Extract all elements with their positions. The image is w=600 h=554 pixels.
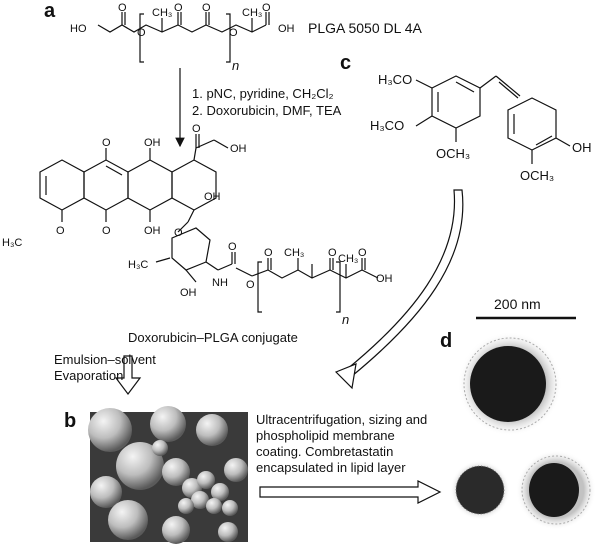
- atom-ch3: CH₃: [152, 7, 172, 19]
- atom-o: O: [202, 2, 211, 14]
- repeat-index: n: [342, 312, 349, 327]
- atom-h3c: H₃C: [2, 237, 22, 249]
- atom-oh: OH: [144, 225, 161, 237]
- atom-ch3: CH₃: [284, 247, 304, 259]
- scale-bar-label: 200 nm: [494, 296, 541, 312]
- atom-h3co: H₃CO: [370, 118, 404, 133]
- atom-och3: OCH₃: [436, 146, 470, 161]
- atom-oh: OH: [230, 143, 247, 155]
- atom-oh: OH: [144, 137, 161, 149]
- atom-oh: OH: [278, 23, 295, 35]
- atom-o: O: [137, 27, 146, 39]
- reaction-step-2: 2. Doxorubicin, DMF, TEA: [192, 103, 342, 118]
- combretastatin-structure: [415, 75, 571, 164]
- atom-h3c: H₃C: [128, 259, 148, 271]
- panel-label-b: b: [64, 410, 77, 432]
- atom-o: O: [358, 247, 367, 259]
- reaction-step-1: 1. pNC, pyridine, CH₂Cl₂: [192, 86, 334, 101]
- doxorubicin-atoms: O OH O OH O H₃C O OH OH O H₃C OH NH O O …: [2, 123, 393, 327]
- atom-o: O: [102, 137, 111, 149]
- panel-label-a: a: [44, 0, 56, 22]
- combretastatin-arrow: [334, 189, 464, 390]
- atom-ho: HO: [70, 23, 87, 35]
- atom-o: O: [228, 241, 237, 253]
- atom-o: O: [174, 2, 183, 14]
- atom-o: O: [102, 225, 111, 237]
- atom-oh: OH: [376, 273, 393, 285]
- tem-image: [450, 316, 596, 530]
- polymer-name: PLGA 5050 DL 4A: [308, 20, 422, 36]
- atom-oh: OH: [572, 140, 592, 155]
- atom-o: O: [56, 225, 65, 237]
- atom-oh: OH: [180, 287, 197, 299]
- sem-image: [88, 406, 248, 544]
- atom-ch3: CH₃: [242, 7, 262, 19]
- atom-och3: OCH₃: [520, 168, 554, 183]
- atom-oh: OH: [204, 191, 221, 203]
- emulsion-arrow: [114, 355, 142, 395]
- coating-arrow: [259, 480, 442, 504]
- emulsion-label: Emulsion–solvent Evaporation: [54, 352, 156, 383]
- atom-o: O: [246, 279, 255, 291]
- atom-nh: NH: [212, 277, 228, 289]
- atom-o: O: [192, 123, 201, 135]
- panel-label-c: c: [340, 52, 352, 74]
- combretastatin-atoms: H₃CO H₃CO OCH₃ OH OCH₃: [370, 72, 592, 183]
- plga-atoms: HO O O CH₃ O O O CH₃ O OH n: [70, 2, 295, 73]
- plga-structure: [97, 12, 270, 63]
- doxorubicin-structure: [39, 134, 379, 313]
- conjugate-label: Doxorubicin–PLGA conjugate: [128, 330, 298, 345]
- atom-o: O: [229, 27, 238, 39]
- atom-o: O: [262, 2, 271, 14]
- panel-label-d: d: [440, 330, 453, 352]
- atom-o: O: [264, 247, 273, 259]
- repeat-index: n: [232, 58, 239, 73]
- coating-label: Ultracentrifugation, sizing and phosphol…: [256, 412, 428, 475]
- atom-h3co: H₃CO: [378, 72, 412, 87]
- atom-o: O: [118, 2, 127, 14]
- atom-o: O: [174, 227, 183, 239]
- atom-o: O: [328, 247, 337, 259]
- atom-ch3: CH₃: [338, 253, 358, 265]
